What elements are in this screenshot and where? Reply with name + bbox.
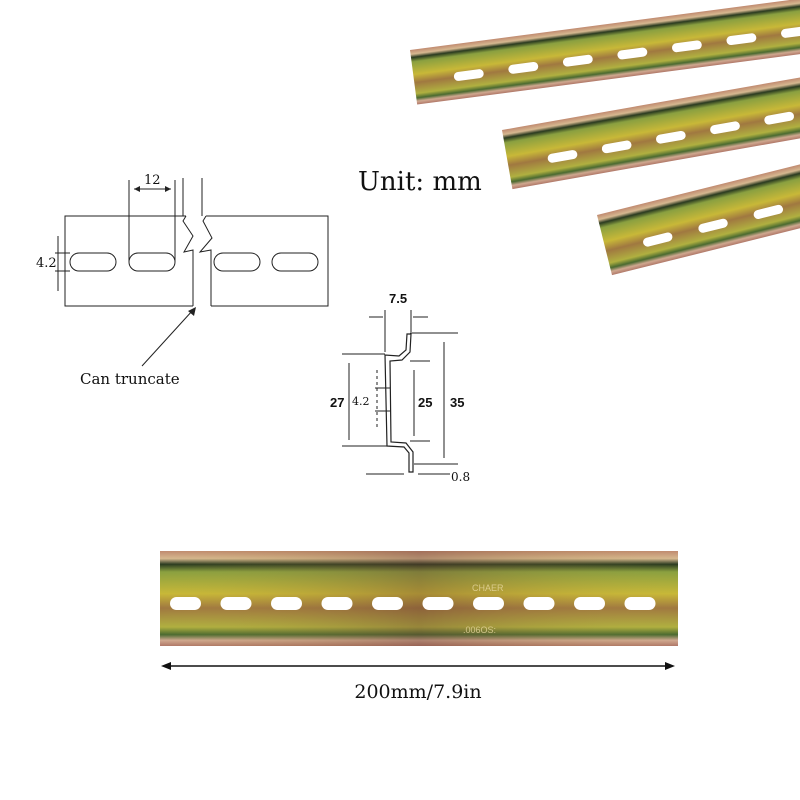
length-label: 200mm/7.9in: [354, 681, 481, 703]
rail-photo-main: CHAER .006OS:: [160, 551, 678, 646]
total-height-label: 35: [450, 395, 464, 410]
slot-pitch-label: 12: [144, 173, 161, 188]
rail-slots: [170, 597, 656, 610]
rail-photo-3: [597, 161, 800, 276]
rail-photo-2: [502, 76, 800, 190]
pointer-arrow: [141, 309, 194, 367]
truncate-note: Can truncate: [80, 370, 180, 388]
slot-height-label: 4.2: [36, 256, 57, 271]
inner-height-label: 25: [418, 395, 432, 410]
rail-slot: [473, 597, 504, 610]
rail-slot: [271, 597, 302, 610]
inner-width-label: 27: [330, 395, 344, 410]
profile-drawing: 7.5 27 4.2 25 35 0.8: [330, 291, 470, 484]
rail-slots: [453, 26, 800, 81]
rail-slot: [422, 597, 454, 610]
profile-slot-label: 4.2: [352, 395, 370, 408]
rail-slot: [321, 597, 353, 610]
rail-slot: [170, 597, 201, 610]
rail-slot: [574, 597, 605, 610]
thickness-label: 0.8: [451, 470, 470, 484]
flange-depth-label: 7.5: [389, 291, 407, 306]
rail-photo-1: [410, 0, 800, 105]
rail-slot: [624, 597, 656, 610]
rail-stamp-bottom: .006OS:: [463, 625, 496, 635]
rail-stamp-top: CHAER: [472, 583, 504, 593]
unit-label: Unit: mm: [358, 167, 482, 197]
rail-slot: [220, 597, 252, 610]
rail-slot: [372, 597, 403, 610]
top-view-drawing: 12 4.2 Can truncate: [36, 173, 329, 388]
rail-slot: [523, 597, 555, 610]
